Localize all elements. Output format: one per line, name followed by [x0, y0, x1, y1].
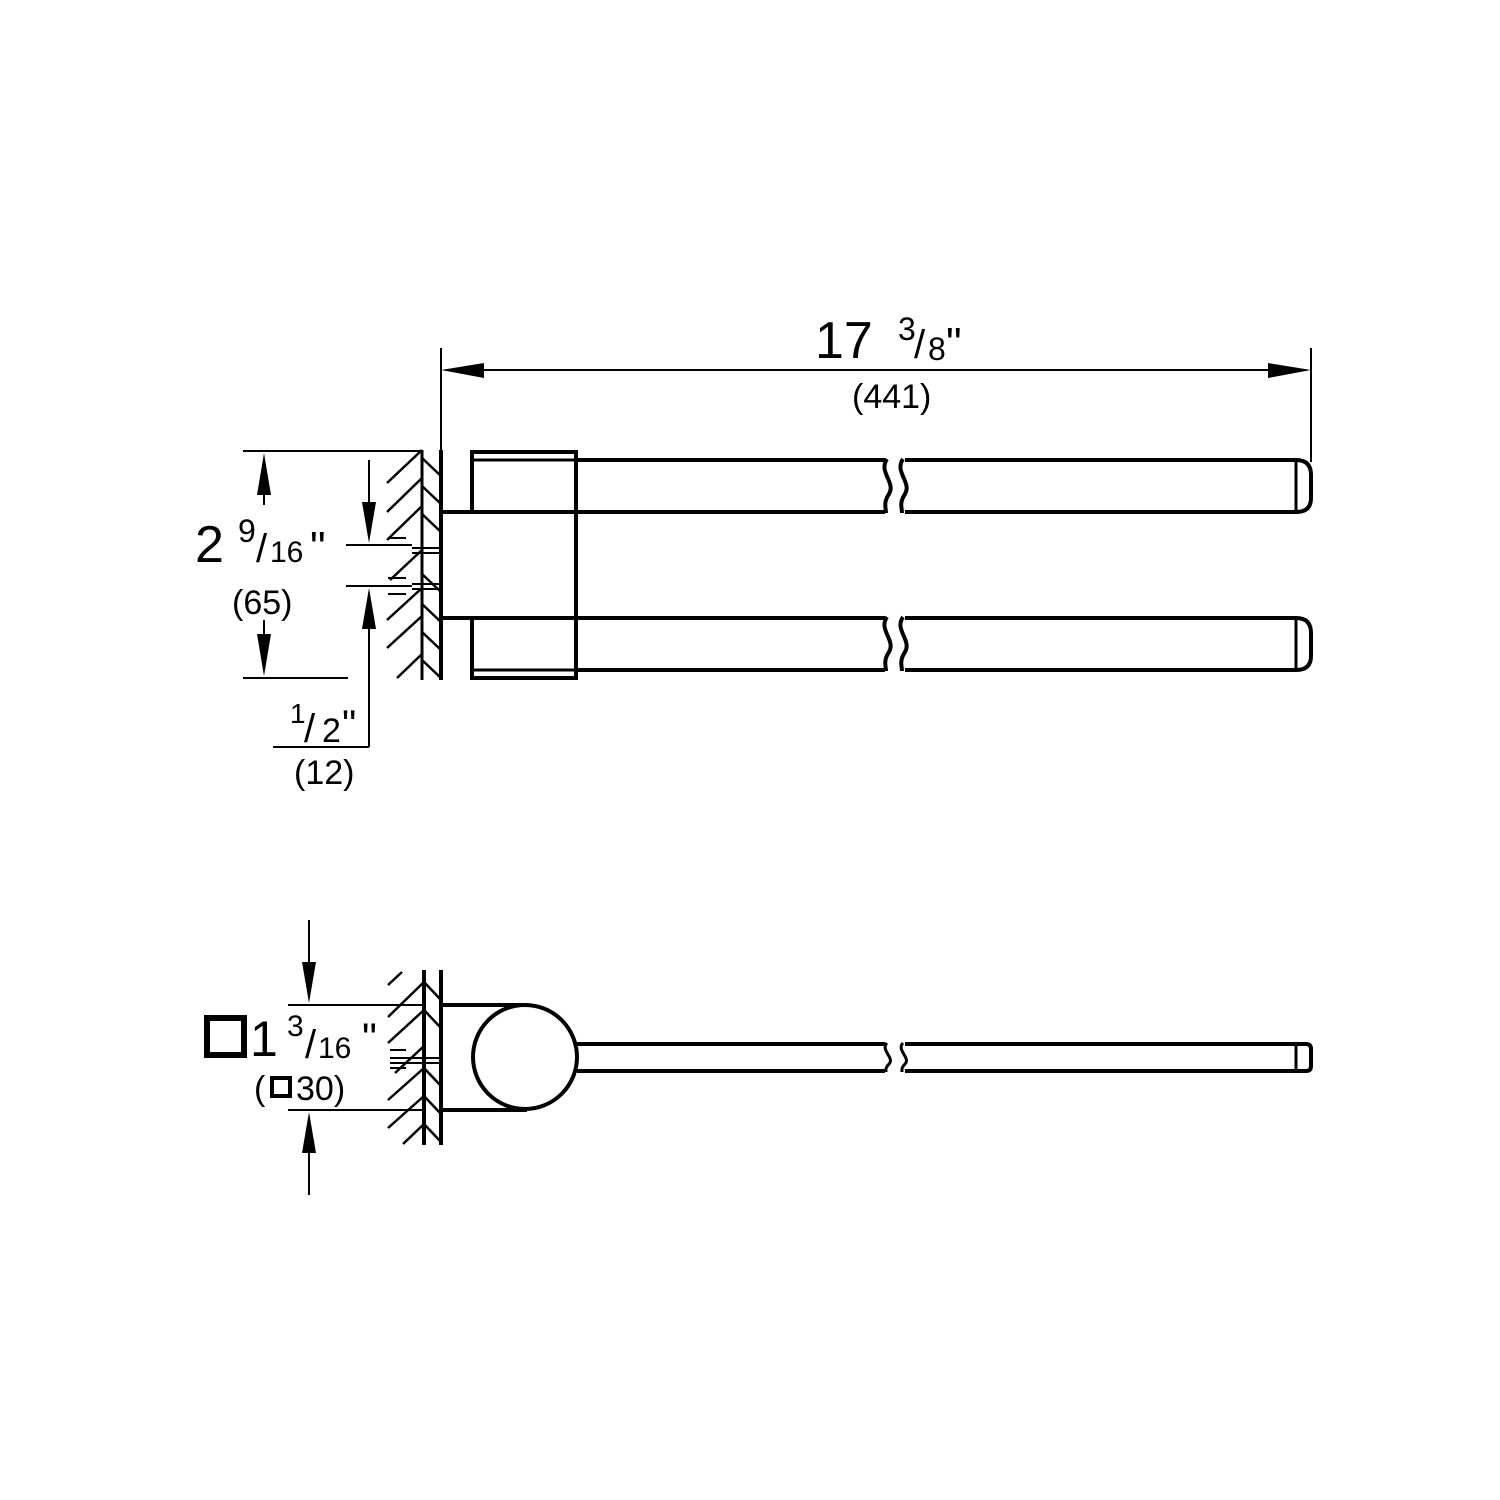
- offset-inch-num: 1: [290, 698, 306, 729]
- upper-towel-arm: [470, 450, 1313, 514]
- arrow-down-icon: [302, 962, 316, 1003]
- arrow-up-icon: [257, 453, 271, 495]
- swivel-knob: [441, 1003, 579, 1112]
- square-inch-num: 3: [287, 1010, 304, 1043]
- height-dimension: 2 9 / 16 " (65): [195, 450, 422, 679]
- offset-inch-den: 2: [322, 712, 341, 750]
- length-metric: (441): [852, 378, 931, 416]
- arrow-right-icon: [1268, 363, 1311, 378]
- offset-inch-unit: ": [342, 703, 356, 747]
- height-slash: /: [256, 527, 268, 571]
- top-view: 1 3 / 16 " ( 30): [204, 920, 1313, 1195]
- length-inch-num: 3: [898, 311, 916, 347]
- arrow-left-icon: [441, 363, 484, 378]
- arrow-down-icon: [362, 502, 376, 543]
- square-symbol-icon: [204, 1015, 247, 1058]
- square-metric-open: (: [254, 1070, 266, 1108]
- square-inch-den: 16: [318, 1032, 351, 1065]
- square-inch-unit: ": [362, 1014, 377, 1061]
- length-inch-unit: ": [946, 319, 962, 368]
- height-inch-den: 16: [270, 536, 303, 569]
- offset-metric: (12): [294, 754, 354, 792]
- square-symbol-small-icon: [270, 1076, 292, 1098]
- wall-hatched: [386, 449, 443, 680]
- overall-length-dimension: 17 3 / 8 " (441): [440, 311, 1312, 462]
- length-inch-den: 8: [928, 331, 946, 367]
- side-view: 17 3 / 8 " (441): [195, 311, 1313, 792]
- length-slash: /: [914, 323, 926, 367]
- arrow-up-icon: [302, 1112, 316, 1153]
- square-size-dimension: 1 3 / 16 " ( 30): [204, 920, 422, 1195]
- towel-arm-top-view: [577, 1041, 1313, 1073]
- square-metric-value: 30): [296, 1070, 345, 1108]
- square-inch-whole: 1: [250, 1011, 278, 1067]
- offset-slash: /: [304, 707, 316, 751]
- height-metric: (65): [232, 584, 292, 622]
- height-inch-num: 9: [238, 513, 256, 549]
- height-inch-unit: ": [310, 523, 326, 572]
- wall-offset-dimension: 1 / 2 " (12): [273, 460, 412, 792]
- length-inch-whole: 17: [815, 312, 873, 370]
- wall-mount-block: [439, 510, 578, 620]
- arrow-up-icon: [362, 588, 376, 629]
- square-slash: /: [305, 1023, 317, 1067]
- wall-hatched-top: [387, 970, 443, 1145]
- lower-towel-arm: [470, 615, 1313, 680]
- arrow-down-icon: [257, 634, 271, 676]
- height-inch-whole: 2: [195, 516, 224, 574]
